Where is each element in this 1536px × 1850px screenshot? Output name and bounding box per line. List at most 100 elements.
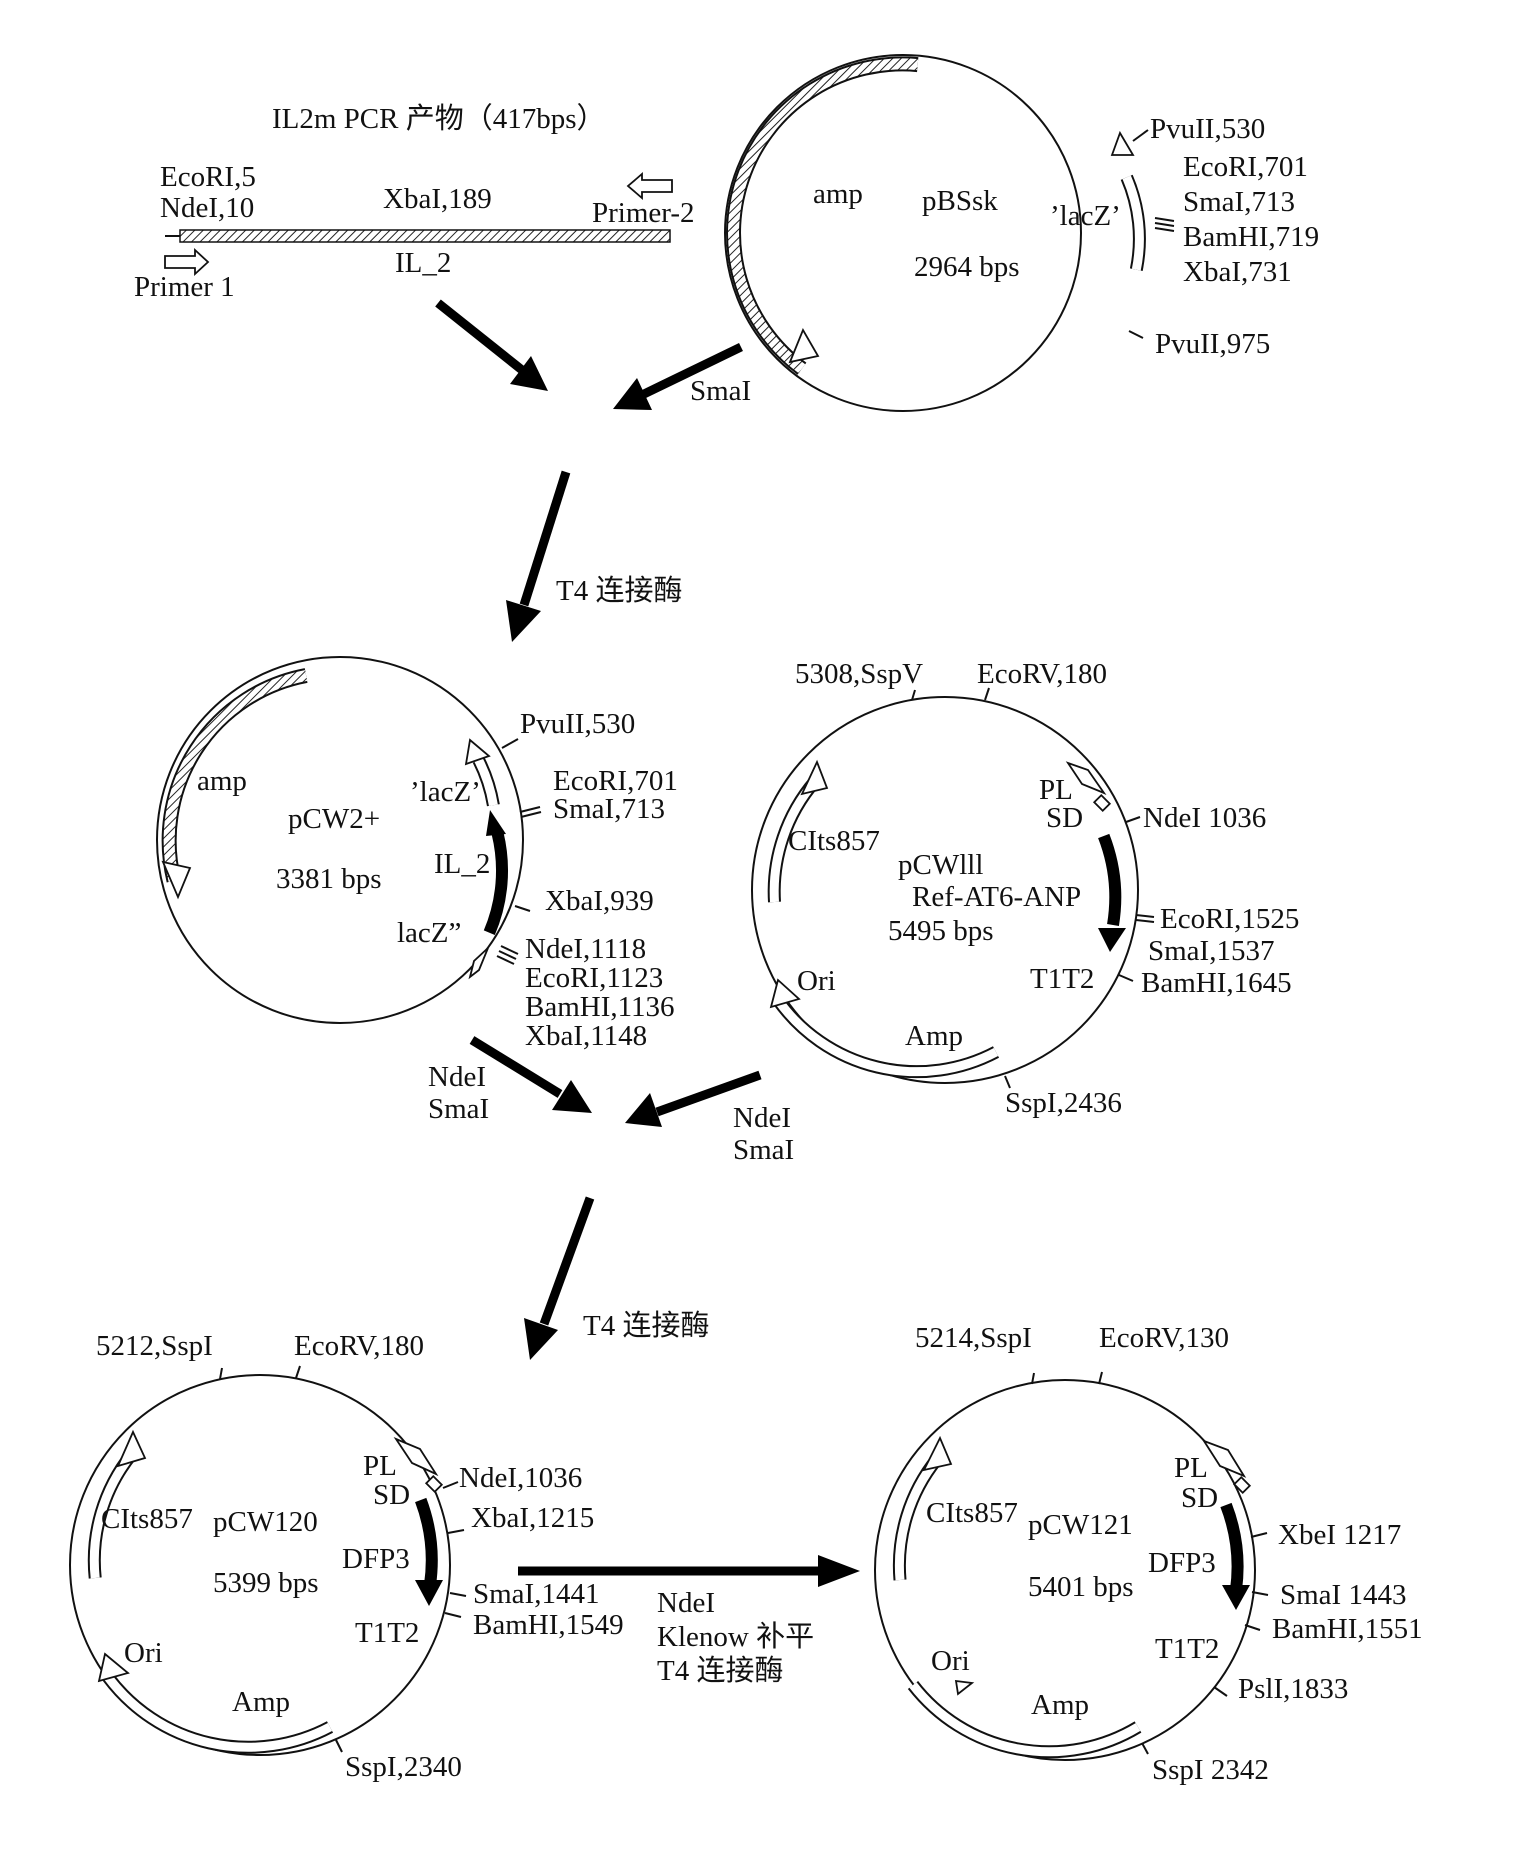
pcwlll-site-smai-1537: SmaI,1537 xyxy=(1148,935,1274,967)
pcw120-size: 5399 bps xyxy=(213,1567,319,1599)
pcw120-pl-arrow-icon xyxy=(393,1437,439,1477)
step3-line-ligase: T4 连接酶 xyxy=(657,1654,783,1687)
step2-left-enzyme-smai: SmaI xyxy=(428,1093,489,1125)
pcw121-amp-arrow-icon xyxy=(954,1679,975,1696)
pcwlll-ori-label: Ori xyxy=(797,965,836,997)
pcw121-size: 5401 bps xyxy=(1028,1571,1134,1603)
pcwlll-site-ndei-1036: NdeI 1036 xyxy=(1143,802,1266,834)
step3-line-ndei: NdeI xyxy=(657,1587,715,1619)
pcw121-amp-label: Amp xyxy=(1031,1689,1089,1721)
pbssk-site-xbai-731: XbaI,731 xyxy=(1183,256,1292,288)
pcw2-lacz-arrow-icon xyxy=(464,738,491,766)
pcw121-sd-box xyxy=(1232,1475,1252,1495)
insert-site-ecori: EcoRI,5 xyxy=(160,161,256,193)
step2-ligase-label: T4 连接酶 xyxy=(583,1309,709,1342)
pcw120-site-xbai-1215: XbaI,1215 xyxy=(471,1502,594,1534)
pcwlll-site-5308-sspv: 5308,SspV xyxy=(795,658,923,690)
pcwlll-name2: Ref-AT6-ANP xyxy=(912,881,1081,913)
primer1-arrow-icon xyxy=(164,247,210,277)
pcw120-pl-label: PL xyxy=(363,1450,397,1482)
il2-gene-arrow-icon xyxy=(486,810,506,836)
pcwlll-site-ecori-1525: EcoRI,1525 xyxy=(1160,903,1299,935)
pcw120-name: pCW120 xyxy=(213,1506,318,1538)
pcw2-lacz2-arrow-icon xyxy=(468,947,489,980)
pcw2-amp-label: amp xyxy=(197,765,247,797)
step1-enzyme-smai: SmaI xyxy=(690,375,751,407)
pcw121-ori-label: Ori xyxy=(931,1645,970,1677)
pbssk-lacz-label: ’lacZ’ xyxy=(1050,200,1121,232)
plasmid-pcw2: amp pCW2+ 3381 bps ’lacZ’ IL_2 lacZ” Pvu… xyxy=(156,656,678,1052)
step2-left-enzyme-ndei: NdeI xyxy=(428,1061,486,1093)
pcw2-site-pvuii-530: PvuII,530 xyxy=(520,708,635,740)
pbssk-amp-label: amp xyxy=(813,178,863,210)
primer2-arrow-icon xyxy=(626,172,673,200)
pcw121-site-sspi-2342: SspI 2342 xyxy=(1152,1754,1269,1786)
pcwlll-site-sspi-2436: SspI,2436 xyxy=(1005,1087,1122,1119)
step1-ligase-label: T4 连接酶 xyxy=(556,574,682,607)
pcw2-site-xbai-1148: XbaI,1148 xyxy=(525,1020,647,1052)
plasmid-pcwlll: CIts857 pCWlll Ref-AT6-ANP 5495 bps PL S… xyxy=(751,658,1299,1119)
pcw120-site-ecorv-180: EcoRV,180 xyxy=(294,1330,424,1362)
pcw2-site-smai-713: SmaI,713 xyxy=(553,793,665,825)
pcwlll-size: 5495 bps xyxy=(888,915,994,947)
pcwlll-cits-label: CIts857 xyxy=(788,825,880,857)
step2-arrows: NdeI SmaI NdeI SmaI T4 连接酶 xyxy=(428,1036,794,1360)
insert-site-xbai: XbaI,189 xyxy=(383,183,492,215)
step3-line-klenow: Klenow 补平 xyxy=(657,1620,814,1653)
step1-arrows: SmaI T4 连接酶 xyxy=(435,299,751,642)
pcw120-site-bamhi-1549: BamHI,1549 xyxy=(473,1609,624,1641)
lacz-arrow-icon xyxy=(1110,130,1135,156)
pcw120-cits-arrow-icon xyxy=(116,1429,147,1468)
pcw121-site-smai-1443: SmaI 1443 xyxy=(1280,1579,1406,1611)
pbssk-site-pvuii-975: PvuII,975 xyxy=(1155,328,1270,360)
pcwlll-pl-label: PL xyxy=(1039,774,1073,806)
pcw121-sd-label: SD xyxy=(1181,1482,1218,1514)
pcw2-lacz2-label: lacZ” xyxy=(397,917,461,949)
pcw2-gene-label: IL_2 xyxy=(434,848,490,880)
pcw120-site-smai-1441: SmaI,1441 xyxy=(473,1578,599,1610)
plasmid-pbssk: amp pBSsk 2964 bps ’lacZ’ PvuII,530 EcoR… xyxy=(724,54,1319,412)
pcw121-site-psli-1833: PslI,1833 xyxy=(1238,1673,1348,1705)
pbssk-site-pvuii-530: PvuII,530 xyxy=(1150,113,1265,145)
primer2-label: Primer-2 xyxy=(592,197,695,229)
pcw121-t1t2-label: T1T2 xyxy=(1155,1633,1219,1665)
pcw2-site-ecori-1123: EcoRI,1123 xyxy=(525,962,663,994)
pcwlll-sd-label: SD xyxy=(1046,802,1083,834)
pcw2-size: 3381 bps xyxy=(276,863,382,895)
step2-right-enzyme-ndei: NdeI xyxy=(733,1102,791,1134)
pcw2-site-ecori-701: EcoRI,701 xyxy=(553,765,678,797)
pbssk-site-bamhi-719: BamHI,719 xyxy=(1183,221,1319,253)
pcw121-site-xbei-1217: XbeI 1217 xyxy=(1278,1519,1401,1551)
pcw121-site-5214-sspi: 5214,SspI xyxy=(915,1322,1032,1354)
pcw121-gene-label: DFP3 xyxy=(1148,1547,1216,1579)
pcw2-site-bamhi-1136: BamHI,1136 xyxy=(525,991,675,1023)
pcw120-gene-label: DFP3 xyxy=(342,1543,410,1575)
pcw2-amp-arrow-icon xyxy=(161,860,192,900)
pcwlll-cits-arrow-icon xyxy=(800,759,829,796)
plasmid-pcw120: CIts857 pCW120 5399 bps PL SD DFP3 T1T2 … xyxy=(69,1330,624,1783)
pbssk-size: 2964 bps xyxy=(914,251,1020,283)
pcwlll-site-ecorv-180: EcoRV,180 xyxy=(977,658,1107,690)
pcw2-site-xbai-939: XbaI,939 xyxy=(545,885,654,917)
pcw121-site-ecorv-130: EcoRV,130 xyxy=(1099,1322,1229,1354)
pcw120-amp-arrow-icon xyxy=(97,1652,130,1683)
pcw120-site-5212-sspi: 5212,SspI xyxy=(96,1330,213,1362)
pcw121-pl-label: PL xyxy=(1174,1452,1208,1484)
pcw120-site-ndei-1036: NdeI,1036 xyxy=(459,1462,582,1494)
amp-arrow-icon xyxy=(788,327,820,364)
pcw2-site-ndei-1118: NdeI,1118 xyxy=(525,933,646,965)
pcw120-amp-label: Amp xyxy=(232,1686,290,1718)
primer1-label: Primer 1 xyxy=(134,271,235,303)
pcw2-name: pCW2+ xyxy=(288,803,380,835)
step3-arrow: NdeI Klenow 补平 T4 连接酶 xyxy=(518,1555,860,1687)
pcwlll-amp-arrow-icon xyxy=(769,978,801,1009)
pcwlll-pl-arrow-icon xyxy=(1065,761,1107,795)
pcw121-pl-arrow-icon xyxy=(1201,1439,1247,1478)
pcw121-cits-arrow-icon xyxy=(922,1435,953,1472)
pcwlll-gene-arrow-icon xyxy=(1098,928,1126,952)
pcwlll-sd-box xyxy=(1092,793,1112,813)
pcw2-lacz1-label: ’lacZ’ xyxy=(410,776,481,808)
plasmid-pcw121: CIts857 pCW121 5401 bps PL SD DFP3 T1T2 … xyxy=(874,1322,1423,1786)
pbssk-site-ecori-701: EcoRI,701 xyxy=(1183,151,1308,183)
